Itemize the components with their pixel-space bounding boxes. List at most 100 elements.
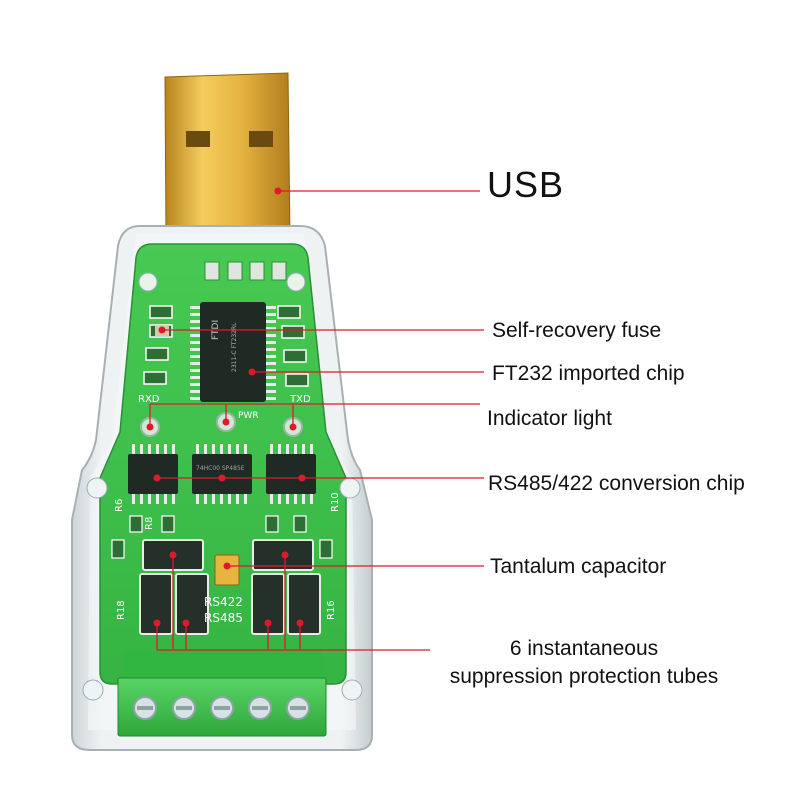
label-protection-tubes-line2: suppression protection tubes xyxy=(449,665,719,688)
resistor-row xyxy=(111,515,333,559)
ic-pin xyxy=(156,444,159,454)
silk-r18: R18 xyxy=(116,600,127,620)
chip-pin xyxy=(266,390,276,393)
ic-pin xyxy=(310,444,313,454)
ic-pin xyxy=(270,494,273,504)
silk-r8: R8 xyxy=(144,517,155,530)
ic-pin xyxy=(212,444,215,454)
label-rs485-conversion-chip: RS485/422 conversion chip xyxy=(488,472,745,495)
ic-pin xyxy=(236,494,239,504)
ic-pin xyxy=(294,444,297,454)
ic-pin xyxy=(220,494,223,504)
terminal-screw-slot xyxy=(214,706,230,710)
chip-marking-text: 2311-C FT232RL xyxy=(231,322,238,372)
ic-pin xyxy=(236,444,239,454)
chip-pin xyxy=(266,376,276,379)
pointer-dot-usb xyxy=(274,187,282,195)
silk-rxd: RXD xyxy=(138,394,160,405)
terminal-screw-slot xyxy=(137,706,153,710)
chip-pin xyxy=(190,334,200,337)
label-indicator-light: Indicator light xyxy=(487,407,612,430)
ic-pin xyxy=(212,494,215,504)
ic-pin xyxy=(164,494,167,504)
ic-pin xyxy=(172,444,175,454)
silk-pwr: PWR xyxy=(238,411,259,421)
pointer-dot-fuse xyxy=(158,326,166,334)
pointer-dot-led-mid xyxy=(222,418,230,426)
pointer-dot-ic-right xyxy=(298,474,306,482)
ic-pin xyxy=(140,494,143,504)
ic-pin xyxy=(172,494,175,504)
ic-pin xyxy=(286,444,289,454)
chip-pin xyxy=(266,362,276,365)
chip-pin xyxy=(266,334,276,337)
ic-pin xyxy=(294,494,297,504)
pointer-dot-tantalum xyxy=(223,562,231,570)
ic-pin xyxy=(278,494,281,504)
chip-pin xyxy=(190,397,200,400)
rs485-conversion-chips: 74HC00 SP485E xyxy=(128,444,316,504)
ic-pin xyxy=(196,444,199,454)
pointer-dot-ic-mid xyxy=(218,474,226,482)
terminal-block xyxy=(117,650,327,737)
label-tantalum-capacitor: Tantalum capacitor xyxy=(490,555,667,578)
pointer-dot-tube xyxy=(264,619,272,627)
ic-pin xyxy=(228,494,231,504)
chip-pin xyxy=(266,320,276,323)
chip-pin xyxy=(190,341,200,344)
terminal-screw-slot xyxy=(252,706,268,710)
chip-pin xyxy=(190,369,200,372)
silk-r6: R6 xyxy=(114,499,125,512)
pointer-dot-chip xyxy=(248,368,256,376)
usb-plug xyxy=(164,72,291,247)
ic-pin xyxy=(148,494,151,504)
chip-pin xyxy=(190,313,200,316)
chip-pin xyxy=(266,313,276,316)
chip-pin xyxy=(190,355,200,358)
pointer-dot-tube xyxy=(169,551,177,559)
ic-pin xyxy=(278,444,281,454)
ic-pin xyxy=(244,444,247,454)
usb-window-left xyxy=(186,131,210,147)
ic-pin xyxy=(204,444,207,454)
ic-pin xyxy=(204,494,207,504)
chip-pin xyxy=(266,397,276,400)
ft232-chip: FTDI 2311-C FT232RL xyxy=(190,302,276,402)
pointer-dot-tube xyxy=(153,619,161,627)
chip-pin xyxy=(190,376,200,379)
tantalum-capacitor xyxy=(214,554,240,586)
silk-r16: R16 xyxy=(326,600,337,620)
ic-pin xyxy=(310,494,313,504)
pointer-lines xyxy=(146,187,484,651)
chip-pin xyxy=(266,383,276,386)
ic-pin xyxy=(270,444,273,454)
ic-pin xyxy=(164,444,167,454)
chip-pin xyxy=(190,327,200,330)
chip-pin xyxy=(190,383,200,386)
pointer-dot-tube xyxy=(182,619,190,627)
ic-pin xyxy=(140,444,143,454)
ic-pin xyxy=(148,444,151,454)
label-usb: USB xyxy=(487,164,565,205)
pointer-dot-ic-left xyxy=(153,474,161,482)
terminal-screw-slot xyxy=(290,706,306,710)
chip-pin xyxy=(266,369,276,372)
chip-pin xyxy=(190,390,200,393)
pointer-dot-led-right xyxy=(289,423,297,431)
silk-r10: R10 xyxy=(330,492,341,512)
label-self-recovery-fuse: Self-recovery fuse xyxy=(492,319,662,342)
silk-rs422: RS422 xyxy=(204,595,243,609)
chip-pin xyxy=(266,341,276,344)
chip-pin xyxy=(266,327,276,330)
silk-txd: TXD xyxy=(289,394,311,405)
ic-pin xyxy=(132,494,135,504)
ic-pin xyxy=(132,444,135,454)
ic-pin xyxy=(302,494,305,504)
chip-pin xyxy=(190,348,200,351)
ic-pin xyxy=(156,494,159,504)
pointer-dot-tube xyxy=(281,551,289,559)
ic-pin xyxy=(228,444,231,454)
ic-pin xyxy=(220,444,223,454)
